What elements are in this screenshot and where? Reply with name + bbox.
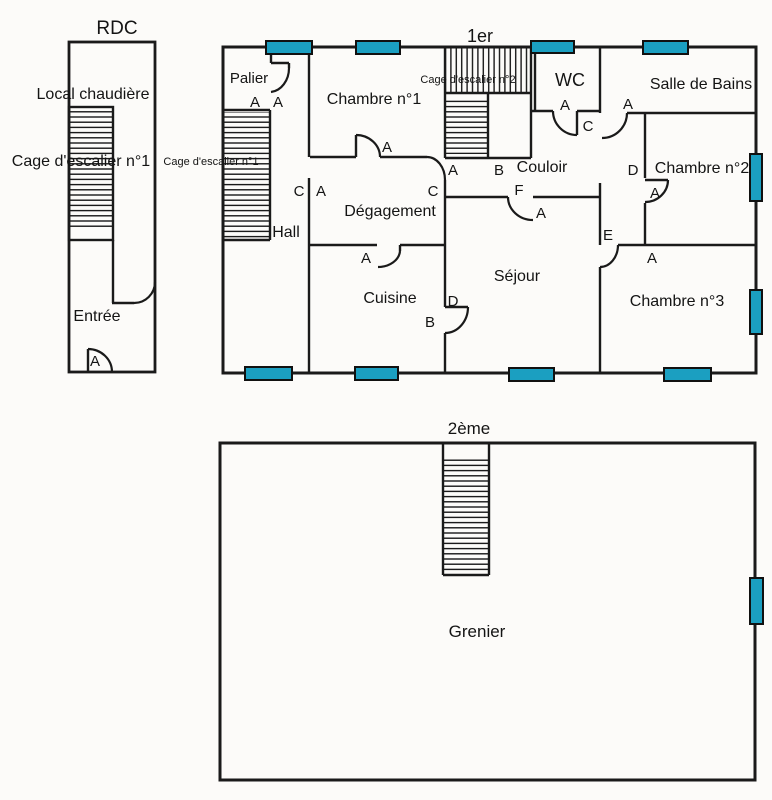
window xyxy=(530,40,575,54)
room-label-chambre2: Chambre n°2 xyxy=(655,160,750,177)
window xyxy=(265,40,313,55)
door-letter: A xyxy=(316,183,326,200)
stair-outline xyxy=(443,47,533,160)
door-arc xyxy=(355,133,382,158)
window xyxy=(354,366,399,381)
premier-title: 1er xyxy=(467,26,493,46)
door-letter: A xyxy=(536,205,546,222)
room-label-hall: Hall xyxy=(272,224,300,241)
deuxieme-floor-plan: 2ème Grenier xyxy=(218,419,764,782)
door-arc xyxy=(601,112,629,140)
stair1-small-label: Cage d'escalier n°1 xyxy=(163,156,258,168)
window xyxy=(508,367,555,382)
stair-outline xyxy=(441,443,491,577)
room-label-couloir: Couloir xyxy=(517,159,568,176)
door-letter: A xyxy=(650,185,660,202)
door-letter: E xyxy=(603,227,613,244)
stair-hatching-upper xyxy=(446,48,530,92)
room-label-sejour: Séjour xyxy=(494,268,541,285)
door-letter: C xyxy=(583,118,594,135)
room-label-entree: Entrée xyxy=(73,308,120,325)
door-letter: A xyxy=(623,96,633,113)
premier-staircase-1 xyxy=(223,108,272,242)
rdc-title: RDC xyxy=(96,18,137,39)
rdc-floor-plan: RDC Local chaudière Cage d'escalier n°1 … xyxy=(12,18,157,374)
room-label-wc: WC xyxy=(555,70,585,90)
door-arc xyxy=(644,179,670,204)
stair-hatching xyxy=(70,107,112,227)
door-letter: F xyxy=(514,182,523,199)
door-letter: D xyxy=(448,293,459,310)
window xyxy=(642,40,689,55)
window xyxy=(355,40,401,55)
door-letter: A xyxy=(90,353,100,370)
stair-hatching-lower xyxy=(446,98,487,154)
door-arc xyxy=(133,281,157,305)
stair-outline xyxy=(223,108,272,242)
door-arc xyxy=(87,347,114,373)
door-letter: A xyxy=(382,139,392,156)
premier-outer-wall xyxy=(221,45,758,375)
stair-hatching xyxy=(224,112,269,238)
door-letter: A xyxy=(647,250,657,267)
room-label-cuisine: Cuisine xyxy=(363,290,416,307)
door-letter: A xyxy=(273,94,283,111)
premier-floor-plan: 1er Palier Chambre n°1 WC Salle de Bains… xyxy=(163,26,763,382)
window xyxy=(749,289,763,335)
door-letter: A xyxy=(560,97,570,114)
premier-windows xyxy=(244,40,763,382)
room-label-chambre3: Chambre n°3 xyxy=(630,293,725,310)
premier-door-letters: A A A C A A B C F A C A D A E A A A D B xyxy=(250,94,660,331)
door-arc xyxy=(270,67,291,94)
door-arc xyxy=(551,110,578,137)
stair-hatching xyxy=(444,457,488,573)
window xyxy=(244,366,293,381)
door-letter: A xyxy=(250,94,260,111)
door-arc xyxy=(426,155,447,181)
premier-door-arcs xyxy=(270,67,670,335)
door-arc xyxy=(377,250,402,269)
door-letter: A xyxy=(361,250,371,267)
room-label-degagement: Dégagement xyxy=(344,203,436,220)
door-letter: C xyxy=(294,183,305,200)
deuxieme-staircase xyxy=(441,443,491,577)
deuxieme-title: 2ème xyxy=(448,419,491,438)
door-letter: B xyxy=(494,162,504,179)
door-arc xyxy=(506,196,534,222)
window xyxy=(749,577,764,625)
room-label-grenier: Grenier xyxy=(449,622,506,641)
door-arc xyxy=(444,306,470,335)
premier-staircase-2 xyxy=(443,47,533,160)
room-label-chambre1: Chambre n°1 xyxy=(327,91,422,108)
rdc-staircase xyxy=(67,105,115,242)
door-letter: D xyxy=(628,162,639,179)
room-label-salle-de-bains: Salle de Bains xyxy=(650,76,752,93)
room-label-cage-escalier-1: Cage d'escalier n°1 xyxy=(12,153,151,170)
door-arc xyxy=(599,244,620,269)
room-label-palier: Palier xyxy=(230,70,268,87)
premier-interior-walls xyxy=(269,47,756,373)
stair-outline xyxy=(67,105,115,242)
window xyxy=(749,153,763,202)
door-letter: B xyxy=(425,314,435,331)
door-letter: A xyxy=(448,162,458,179)
rdc-door-arcs xyxy=(87,281,157,373)
rdc-interior-walls xyxy=(86,240,134,372)
stair2-small-label: Cage d'escalier n°2 xyxy=(420,74,515,86)
room-label-local-chaudiere: Local chaudière xyxy=(37,86,150,103)
door-letter: C xyxy=(428,183,439,200)
window xyxy=(663,367,712,382)
